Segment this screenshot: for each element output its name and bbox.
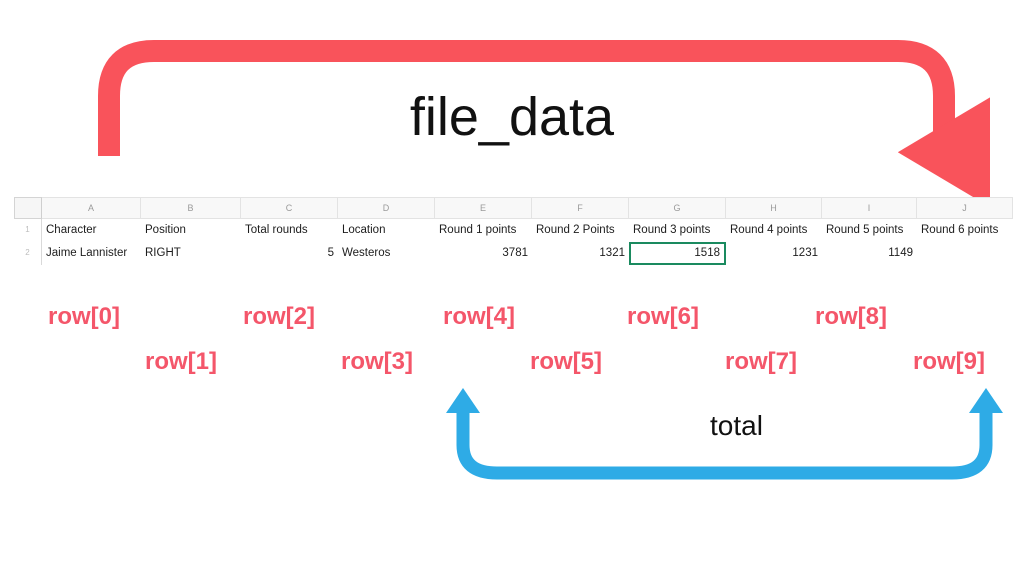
row-index-label-3: row[3]: [341, 348, 413, 375]
header-cell-b[interactable]: Position: [145, 224, 186, 236]
header-cell-a[interactable]: Character: [46, 224, 97, 236]
data-cell-h[interactable]: 1231: [792, 247, 818, 259]
header-cell-c[interactable]: Total rounds: [245, 224, 308, 236]
file-data-bracket-arrow: [98, 40, 990, 198]
header-cell-g[interactable]: Round 3 points: [633, 224, 711, 236]
row-index-label-8: row[8]: [815, 303, 887, 330]
data-cell-b[interactable]: RIGHT: [145, 247, 181, 259]
column-header-f[interactable]: F: [532, 197, 629, 219]
column-header-a[interactable]: A: [42, 197, 141, 219]
corner-select-all-cell[interactable]: [14, 197, 42, 219]
column-header-g[interactable]: G: [629, 197, 726, 219]
total-label: total: [710, 410, 763, 441]
data-cell-e[interactable]: 3781: [502, 247, 528, 259]
header-cell-f[interactable]: Round 2 Points: [536, 224, 615, 236]
data-values-row: 2 Jaime Lannister RIGHT 5 Westeros 3781 1321 1…: [14, 242, 1000, 265]
row-index-label-4: row[4]: [443, 303, 515, 330]
header-cell-j[interactable]: Round 6 points: [921, 224, 999, 236]
row-index-label-6: row[6]: [627, 303, 699, 330]
data-cell-i[interactable]: 1149: [888, 247, 913, 259]
header-cell-i[interactable]: Round 5 points: [826, 224, 904, 236]
row-index-label-0: row[0]: [48, 303, 120, 330]
header-cell-e[interactable]: Round 1 points: [439, 224, 517, 236]
data-cell-g[interactable]: 1518: [629, 242, 726, 265]
row-index-label-9: row[9]: [913, 348, 985, 375]
row-index-label-2: row[2]: [243, 303, 315, 330]
row-number-1[interactable]: 1: [14, 219, 42, 242]
header-text-row: 1 Character Position Total rounds Location R…: [14, 219, 1000, 242]
total-bracket-arrow: [446, 388, 1003, 480]
header-cell-d[interactable]: Location: [342, 224, 386, 236]
row-index-label-1: row[1]: [145, 348, 217, 375]
data-cell-a[interactable]: Jaime Lannister: [46, 247, 128, 259]
column-header-c[interactable]: C: [241, 197, 338, 219]
column-header-d[interactable]: D: [338, 197, 435, 219]
column-header-b[interactable]: B: [141, 197, 241, 219]
row-index-label-7: row[7]: [725, 348, 797, 375]
data-cell-d[interactable]: Westeros: [342, 247, 391, 259]
header-cell-h[interactable]: Round 4 points: [730, 224, 808, 236]
data-cell-f[interactable]: 1321: [599, 247, 625, 259]
data-cell-j[interactable]: [917, 242, 1013, 265]
column-header-j[interactable]: J: [917, 197, 1013, 219]
row-number-2[interactable]: 2: [14, 242, 42, 265]
row-index-label-5: row[5]: [530, 348, 602, 375]
column-header-e[interactable]: E: [435, 197, 532, 219]
column-header-i[interactable]: I: [822, 197, 917, 219]
file-data-title: file_data: [409, 87, 615, 147]
data-cell-c[interactable]: 5: [327, 247, 334, 259]
column-header-h[interactable]: H: [726, 197, 822, 219]
